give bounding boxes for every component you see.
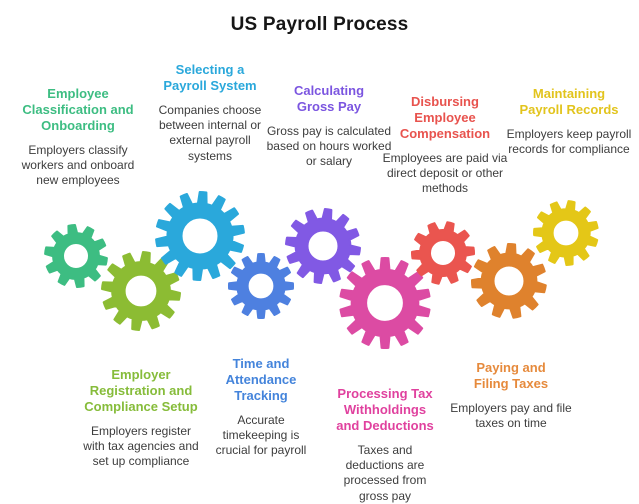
- gear-selecting-payroll-system-icon: [155, 190, 245, 282]
- gear-time-attendance-icon: [227, 252, 295, 320]
- step-description: Companies choose between internal or ext…: [158, 102, 262, 163]
- step-description: Accurate timekeeping is crucial for payr…: [215, 412, 307, 458]
- step-heading: Maintaining Payroll Records: [519, 86, 619, 117]
- gear-calculating-gross-pay-icon: [285, 208, 361, 284]
- step-description: Employers keep payroll records for compl…: [506, 126, 632, 157]
- step-maintaining-records: Maintaining Payroll Records Employers ke…: [506, 86, 632, 157]
- gear-paying-filing-taxes-icon: [470, 242, 547, 319]
- step-heading: Time and Attendance Tracking: [225, 356, 297, 403]
- step-heading: Selecting a Payroll System: [163, 62, 257, 93]
- step-disbursing-compensation: Disbursing Employee Compensation Employe…: [382, 94, 508, 197]
- step-heading: Calculating Gross Pay: [293, 83, 365, 114]
- gear-maintaining-records-icon: [533, 200, 599, 266]
- step-time-attendance: Time and Attendance Tracking Accurate ti…: [205, 356, 317, 459]
- step-description: Employers register with tax agencies and…: [83, 423, 199, 469]
- step-employee-classification: Employee Classification and Onboarding E…: [20, 86, 136, 189]
- step-calculating-gross-pay: Calculating Gross Pay Gross pay is calcu…: [266, 83, 392, 170]
- step-heading: Disbursing Employee Compensation: [399, 94, 491, 141]
- step-description: Gross pay is calculated based on hours w…: [266, 123, 392, 169]
- step-heading: Paying and Filing Taxes: [473, 360, 549, 391]
- gear-disbursing-compensation-icon: [410, 221, 476, 285]
- step-heading: Processing Tax Withholdings and Deductio…: [336, 386, 434, 433]
- step-heading: Employee Classification and Onboarding: [22, 86, 134, 133]
- step-selecting-payroll-system: Selecting a Payroll System Companies cho…: [148, 62, 272, 164]
- step-description: Employees are paid via direct deposit or…: [382, 150, 508, 196]
- step-description: Employers pay and file taxes on time: [450, 400, 572, 431]
- gear-employer-registration-icon: [101, 251, 181, 331]
- step-heading: Employer Registration and Compliance Set…: [84, 367, 198, 414]
- step-processing-tax: Processing Tax Withholdings and Deductio…: [329, 386, 441, 504]
- gear-processing-tax-icon: [339, 256, 431, 350]
- step-employer-registration: Employer Registration and Compliance Set…: [82, 367, 200, 470]
- step-description: Employers classify workers and onboard n…: [21, 142, 135, 188]
- step-paying-filing-taxes: Paying and Filing Taxes Employers pay an…: [448, 360, 574, 431]
- page-title: US Payroll Process: [230, 14, 409, 35]
- step-description: Taxes and deductions are processed from …: [343, 442, 427, 503]
- gear-employee-classification-icon: [44, 224, 108, 288]
